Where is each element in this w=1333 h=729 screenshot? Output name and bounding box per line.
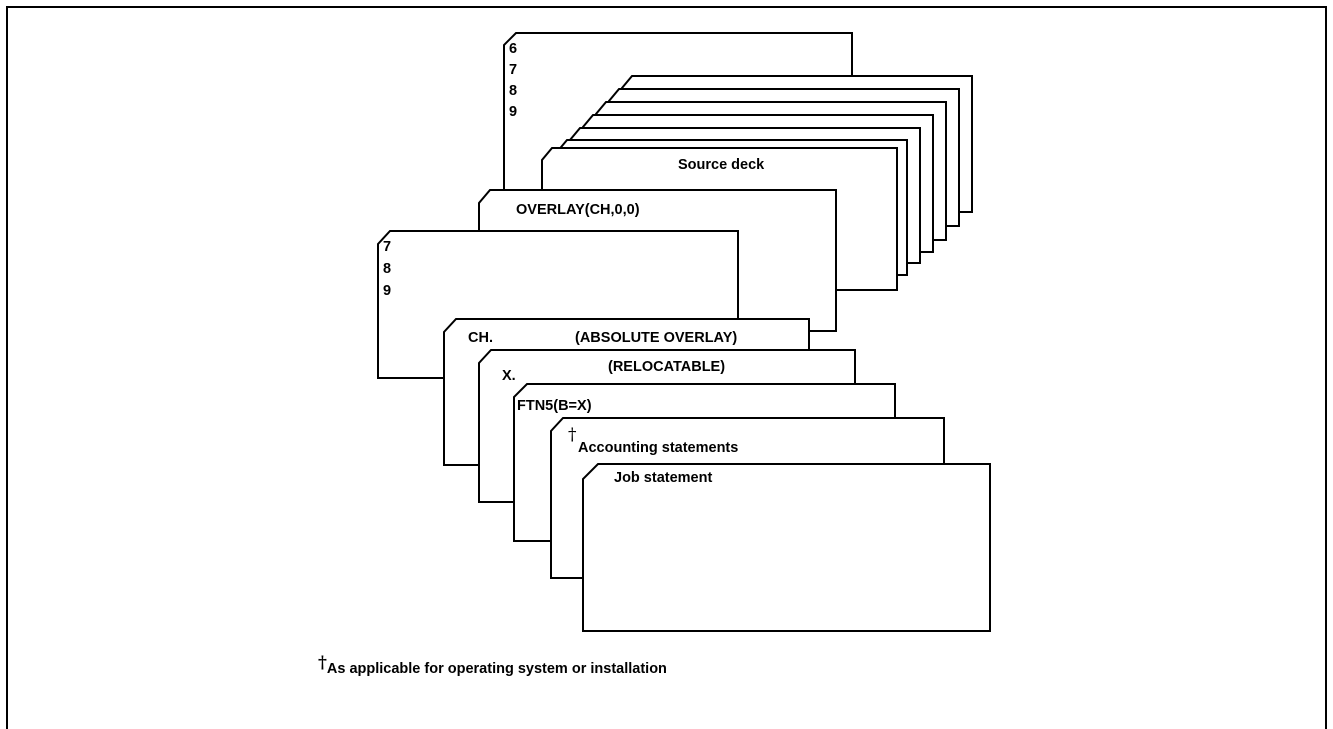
- card-789-line: 7: [383, 239, 391, 255]
- card-789-line: 8: [383, 261, 391, 277]
- job-statement-card: Job statement: [582, 463, 991, 632]
- overlay-label: OVERLAY(CH,0,0): [516, 202, 640, 218]
- card-6789-line: 6: [509, 41, 517, 57]
- job-statement-label: Job statement: [614, 470, 712, 486]
- ch-label-right: (ABSOLUTE OVERLAY): [575, 330, 737, 346]
- card-6789-line: 7: [509, 62, 517, 78]
- accounting-label: Accounting statements: [578, 440, 738, 456]
- ftn5-label: FTN5(B=X): [517, 398, 592, 414]
- x-label-right: (RELOCATABLE): [608, 359, 725, 375]
- card-789-line: 9: [383, 283, 391, 299]
- footnote-dagger: †: [318, 653, 327, 673]
- figure-frame: [6, 6, 1327, 729]
- accounting-dagger: †: [568, 425, 577, 445]
- ch-label-left: CH.: [468, 330, 493, 346]
- footnote-text: As applicable for operating system or in…: [326, 661, 667, 677]
- card-6789-line: 8: [509, 83, 517, 99]
- footnote: †As applicable for operating system or i…: [318, 653, 667, 678]
- x-label-left: X.: [502, 368, 516, 384]
- source-deck-label: Source deck: [678, 157, 765, 173]
- card-6789-line: 9: [509, 104, 517, 120]
